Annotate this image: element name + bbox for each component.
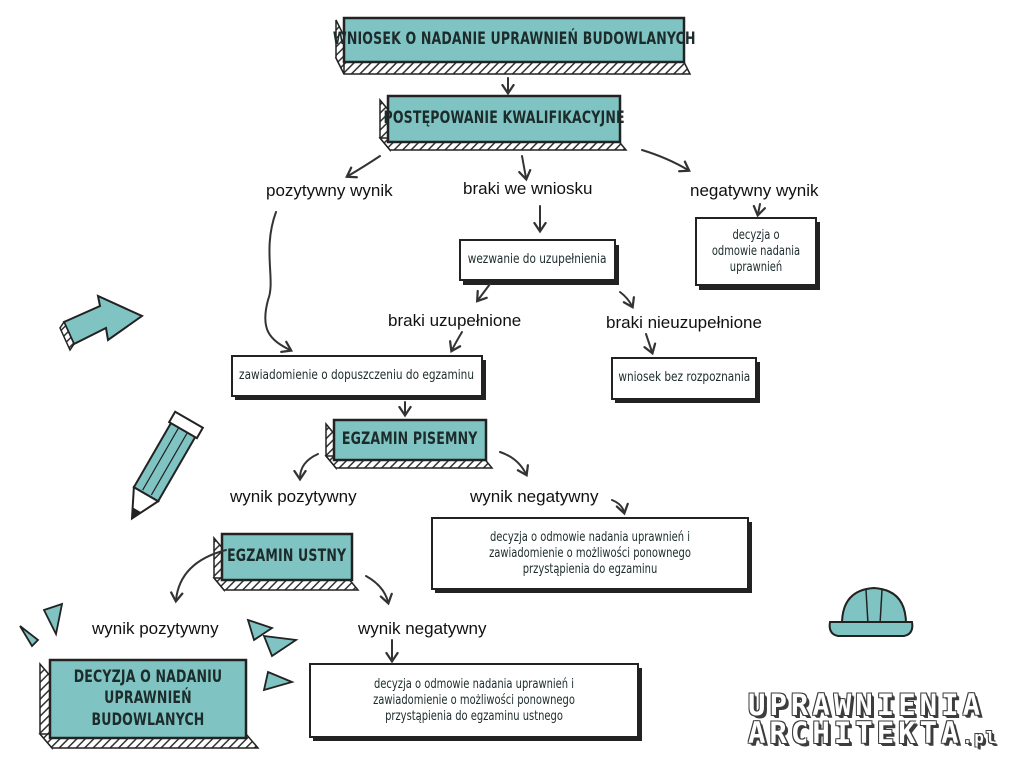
edge-wynik-pozytywny-2: wynik pozytywny bbox=[92, 619, 219, 638]
pencil-icon bbox=[130, 410, 205, 521]
logo-suffix: .pl bbox=[962, 728, 998, 747]
node-bez-rozpoznania: wniosek bez rozpoznania bbox=[618, 370, 750, 386]
node-wezwanie: wezwanie do uzupełnienia bbox=[468, 251, 607, 267]
edge-wynik-negatywny-1: wynik negatywny bbox=[470, 487, 599, 506]
node-odmowa-pisemny: decyzja o odmowie nadania uprawnień i za… bbox=[489, 529, 691, 578]
sparkle-icon bbox=[19, 602, 299, 692]
edge-wynik-pozytywny-1: wynik pozytywny bbox=[230, 487, 357, 506]
wniosek-box bbox=[334, 16, 692, 75]
postepowanie-box bbox=[378, 94, 628, 153]
egzamin-pisemny-box bbox=[324, 418, 494, 471]
arrow-icon bbox=[59, 294, 145, 352]
decyzja-nadanie-box bbox=[38, 658, 260, 751]
edge-braki-nieuzupelnione: braki nieuzupełnione bbox=[606, 313, 762, 332]
edge-braki-uzupelnione: braki uzupełnione bbox=[388, 311, 522, 330]
node-postepowanie: POSTĘPOWANIE KWALIFIKACYJNE bbox=[383, 108, 625, 129]
node-odmowa-ustny: decyzja o odmowie nadania uprawnień i za… bbox=[373, 676, 575, 725]
node-decyzja-nadanie: DECYZJA O NADANIU UPRAWNIEŃ BUDOWLANYCH bbox=[73, 667, 223, 730]
edge-wynik-negatywny-2: wynik negatywny bbox=[358, 619, 487, 638]
white-boxes bbox=[231, 217, 820, 741]
logo-line1: UPRAWNIENIA bbox=[748, 688, 985, 722]
node-wniosek: WNIOSEK O NADANIE UPRAWNIEŃ BUDOWLANYCH bbox=[332, 29, 696, 50]
flow-arrows bbox=[170, 77, 766, 664]
node-egzamin-ustny: EGZAMIN USTNY bbox=[227, 546, 347, 567]
hard-hat-icon bbox=[828, 586, 914, 637]
edge-pozytywny-wynik: pozytywny wynik bbox=[266, 181, 393, 200]
edge-negatywny-wynik: negatywny wynik bbox=[690, 181, 819, 200]
egzamin-ustny-box bbox=[212, 532, 360, 593]
logo-line2: ARCHITEKTA.pl bbox=[748, 716, 998, 750]
edge-braki-we-wniosku: braki we wniosku bbox=[463, 179, 593, 198]
node-zawiadomienie: zawiadomienie o dopuszczeniu do egzaminu bbox=[239, 367, 475, 383]
node-odmowa-nadania: decyzja o odmowie nadania uprawnień bbox=[711, 227, 801, 276]
node-egzamin-pisemny: EGZAMIN PISEMNY bbox=[342, 429, 478, 450]
logo-line2-text: ARCHITEKTA bbox=[748, 716, 963, 750]
